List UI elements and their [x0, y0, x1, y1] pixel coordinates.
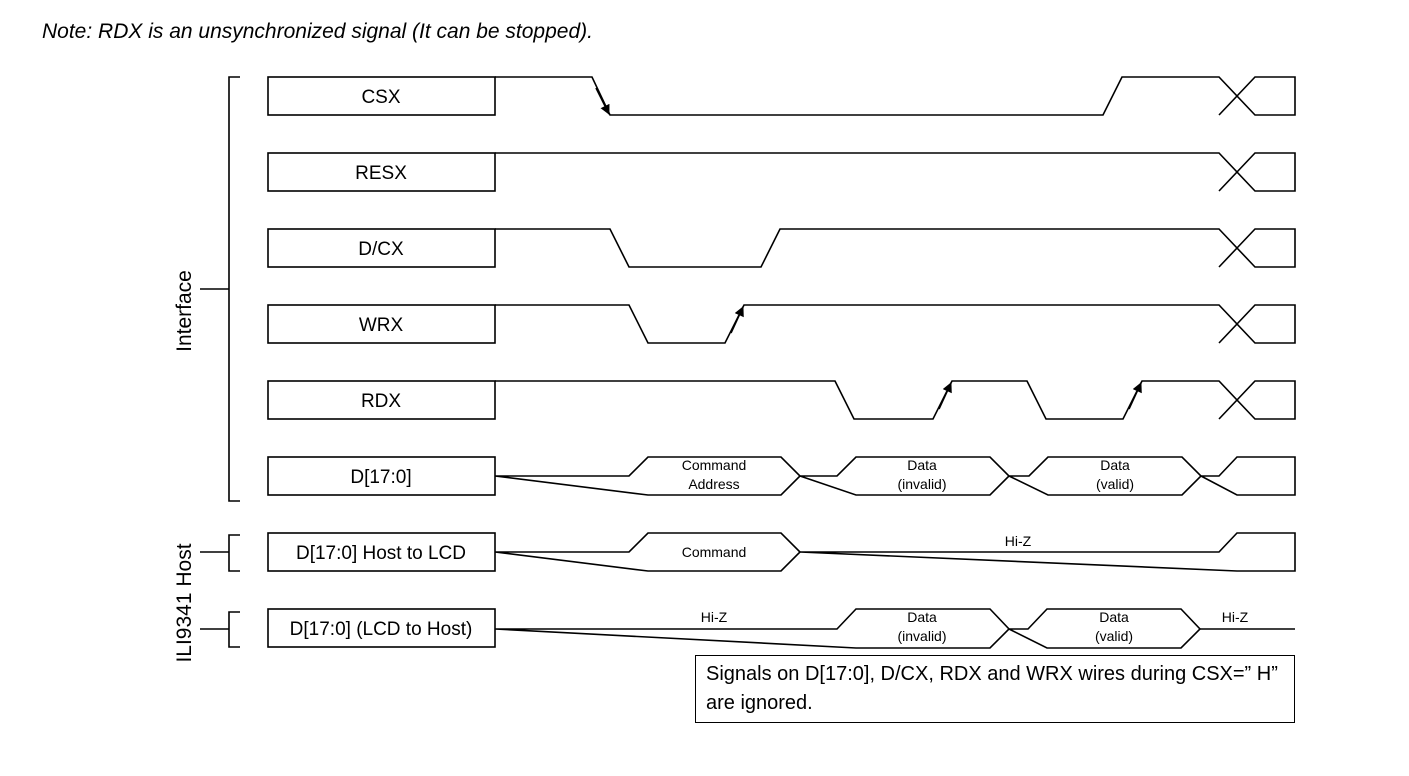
host-command-text: Command [682, 544, 747, 560]
lcd-to-host-waveform: Hi-Z Data (invalid) Data (valid) Hi-Z [494, 608, 1295, 649]
bus-data-invalid-line2: (invalid) [897, 476, 946, 492]
interface-label: Interface [173, 270, 196, 352]
wrx-waveform [495, 304, 1296, 344]
host-text: Host [173, 543, 196, 586]
lcd-hiz-left-text: Hi-Z [701, 609, 728, 625]
rdx-waveform [495, 380, 1296, 420]
host-to-lcd-label: D[17:0] Host to LCD [296, 543, 466, 564]
host-bracket [200, 534, 240, 572]
data-bus-waveform: Command Address Data (invalid) Data (val… [494, 456, 1296, 496]
csx-falling-arrow [595, 87, 610, 115]
wrx-rising-arrow [730, 306, 744, 334]
note-text: Note: RDX is an unsynchronized signal (I… [42, 20, 593, 43]
lcd-data-invalid-line1: Data [907, 609, 937, 625]
lcd-data-valid-line2: (valid) [1095, 628, 1133, 644]
host-hiz-text: Hi-Z [1005, 533, 1032, 549]
interface-bracket [200, 76, 240, 502]
csx-label: CSX [361, 87, 400, 108]
wrx-box [267, 304, 496, 344]
rdx-label: RDX [361, 391, 401, 412]
ili9341-host-label: ILI9341 Host [173, 543, 196, 662]
lcd-to-host-box [267, 608, 496, 648]
signal-boxes: CSX RESX D/CX WRX RDX D[17:0] D[17:0] Ho… [267, 76, 496, 648]
bus-data-valid-line2: (valid) [1096, 476, 1134, 492]
lcd-data-invalid-line2: (invalid) [897, 628, 946, 644]
bus-data-valid-line1: Data [1100, 457, 1130, 473]
lcd-bracket [200, 611, 240, 648]
dcx-box [267, 228, 496, 268]
ili9341-text: ILI9341 [173, 592, 196, 662]
rdx-box [267, 380, 496, 420]
csx-waveform [495, 76, 1296, 116]
resx-label: RESX [355, 163, 407, 184]
resx-box [267, 152, 496, 192]
ignored-signals-callout: Signals on D[17:0], D/CX, RDX and WRX wi… [695, 655, 1295, 723]
rdx-rising-arrow-1 [938, 382, 952, 410]
bus-command-line1: Command [682, 457, 747, 473]
bus-command-line2: Address [688, 476, 739, 492]
resx-waveform [495, 152, 1296, 192]
host-to-lcd-waveform: Command Hi-Z [494, 532, 1296, 572]
wrx-label: WRX [359, 315, 404, 336]
dcx-label: D/CX [358, 239, 404, 260]
bus-data-invalid-line1: Data [907, 457, 937, 473]
lcd-hiz-right-text: Hi-Z [1222, 609, 1249, 625]
lcd-to-host-label: D[17:0] (LCD to Host) [290, 619, 473, 640]
rdx-rising-arrow-2 [1128, 382, 1142, 410]
data-bus-label: D[17:0] [350, 467, 411, 488]
dcx-waveform [495, 228, 1296, 268]
host-to-lcd-box [267, 532, 496, 572]
lcd-data-valid-line1: Data [1099, 609, 1129, 625]
csx-box [267, 76, 496, 116]
